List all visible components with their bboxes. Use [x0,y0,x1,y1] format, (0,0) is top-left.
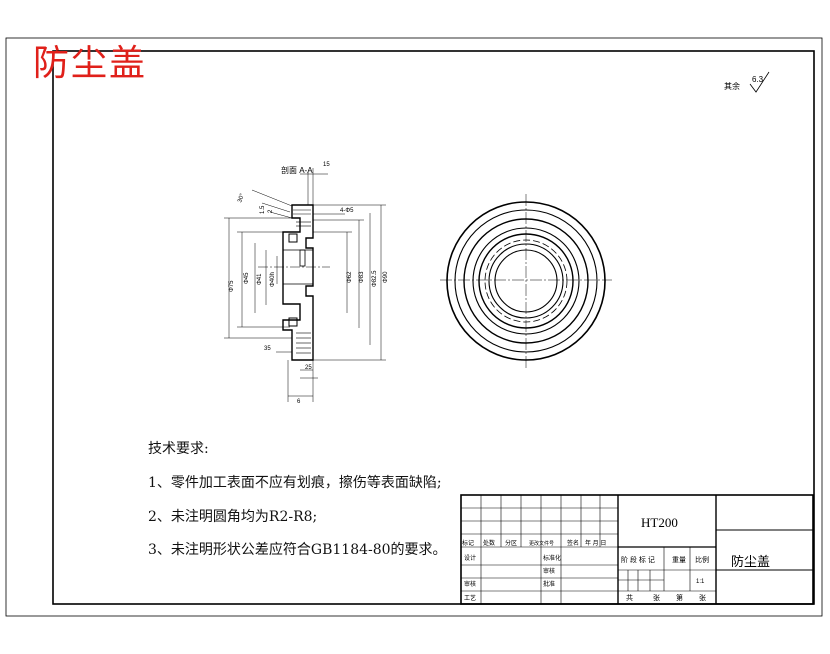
rev-col-2: 分区 [505,539,517,547]
front-view [440,194,612,368]
tech-requirements-title: 技术要求: [148,441,209,457]
sheet-1: 张 [653,593,660,602]
stage-col-0: 阶 段 标 记 [621,555,655,564]
row-mid-1: 审核 [543,567,555,575]
roughness-symbol: 其余 6.3 [724,71,770,93]
title-stamp: 防尘盖 [33,43,148,84]
dim-dia-82: Φ82.5 [372,270,378,287]
tech-item-1: 1、零件加工表面不应有划痕，擦伤等表面缺陷; [148,475,442,491]
row-mid-0: 标准化 [543,554,561,562]
dim-dia-62: Φ62 [347,271,353,283]
rev-col-1: 处数 [483,539,495,547]
dim-small-2: 2 [268,209,274,213]
stage-col-1: 重量 [672,556,686,564]
stage-col-2: 比例 [695,555,709,564]
sheet-3: 张 [699,593,706,602]
roughness-label: 其余 [724,81,740,91]
row-mid-2: 批准 [543,580,555,588]
dim-dia-40: Φ40h [270,272,276,287]
row-left-0: 设计 [464,554,476,562]
sheet-border-outer [5,37,823,617]
sheet-0: 共 [626,593,633,602]
row-left-1: 审核 [464,580,476,588]
dim-bottom-25: 25 [305,365,312,371]
rev-col-4: 签名 [567,539,579,547]
dim-small-15: 1.5 [260,205,266,214]
scale-value: 1:1 [696,579,705,585]
tech-item-3: 3、未注明形状公差应符合GB1184-80的要求。 [148,542,447,558]
tech-item-2: 2、未注明圆角均为R2-R8; [148,509,318,525]
row-left-2: 工艺 [464,594,476,602]
rev-col-3: 更改文件号 [529,540,554,547]
sheet-2: 第 [676,593,683,602]
dim-chamfer: 4-Φ5 [340,208,354,214]
dim-side-35: 35 [264,346,271,352]
dim-dia-41: Φ41 [257,273,263,285]
rev-col-5: 年 月 日 [585,539,606,547]
dim-top-15: 15 [323,162,330,168]
dim-outer-dia: Φ90 [383,271,389,283]
dim-bottom-6: 6 [297,399,301,405]
material: HT200 [641,515,678,530]
roughness-value: 6.3 [752,75,764,84]
section-label: 剖面 A-A [281,165,313,175]
dim-angle: 30° [237,192,246,203]
sheet-border-inner [52,50,815,605]
dim-dia-83: Φ83 [359,271,365,283]
dim-bore-left: Φ75 [229,280,235,292]
rev-col-0: 标记 [462,539,474,547]
title-block [460,494,814,605]
section-view [224,168,386,402]
part-name: 防尘盖 [731,554,770,569]
dim-dia-45: Φ45 [244,272,250,284]
